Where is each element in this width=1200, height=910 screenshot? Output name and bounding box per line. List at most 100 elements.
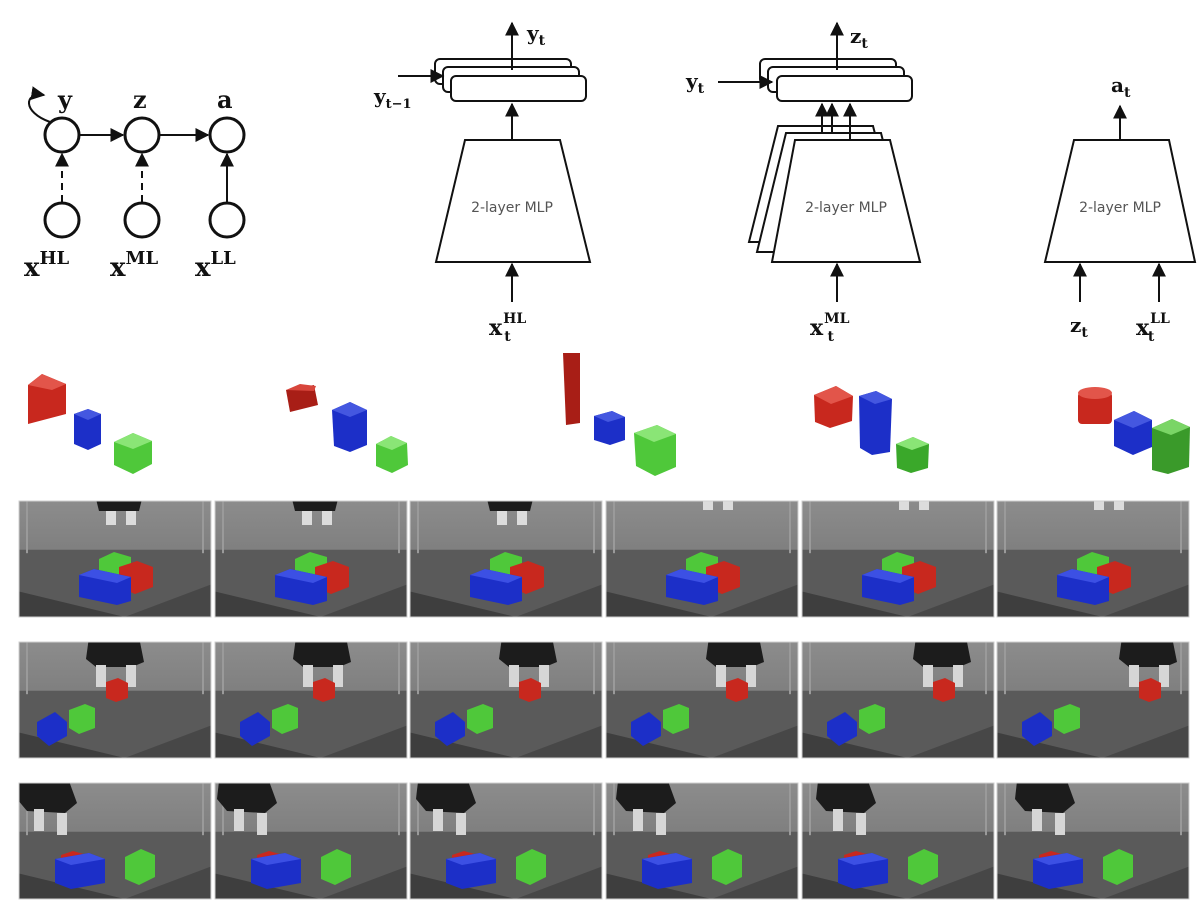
- red-cube-top: [814, 386, 853, 404]
- floor-shadow: [320, 866, 407, 899]
- frame-border: [18, 500, 212, 618]
- node-x-ll: [208, 201, 246, 239]
- gripper-finger: [716, 665, 726, 687]
- blue-block-top: [666, 569, 718, 583]
- gripper: [706, 642, 764, 667]
- green-block: [516, 849, 546, 885]
- blue-block: [435, 712, 465, 746]
- frame-border: [605, 500, 799, 618]
- frame-content: [802, 476, 994, 617]
- object-set-5: [1078, 387, 1190, 474]
- red-block: [933, 678, 955, 702]
- floor: [215, 690, 407, 758]
- green-block: [69, 704, 95, 734]
- row-1-frame-6: [996, 476, 1190, 618]
- blue-tall-box: [859, 391, 892, 455]
- floor: [997, 690, 1189, 758]
- label-a: a: [217, 85, 233, 114]
- gripper-finger: [509, 665, 519, 687]
- floor-shadow: [907, 725, 994, 758]
- floor-shadow: [124, 866, 211, 899]
- green-block: [321, 849, 351, 885]
- red-block: [726, 678, 748, 702]
- floor: [606, 690, 798, 758]
- gripper: [1119, 642, 1177, 667]
- gripper: [1015, 783, 1075, 813]
- frame-content: [606, 783, 798, 899]
- gripper: [1082, 476, 1132, 496]
- gripper: [887, 476, 937, 496]
- red-block: [519, 678, 541, 702]
- gripper-finger: [303, 665, 313, 687]
- green-block: [712, 849, 742, 885]
- row-3-frame-4: [605, 782, 799, 900]
- blue-block: [37, 712, 67, 746]
- row-2-frame-6: [996, 641, 1190, 759]
- floor-shadow: [802, 591, 908, 617]
- row-2-frame-3: [409, 641, 603, 759]
- blue-block-top: [1033, 853, 1083, 865]
- row-1-frame-2: [214, 500, 408, 618]
- green-block: [1054, 704, 1080, 734]
- blue-block-top: [1057, 569, 1109, 583]
- gripper-finger: [456, 813, 466, 835]
- blue-block-top: [446, 853, 496, 865]
- blue-cube-top: [594, 411, 625, 422]
- gripper-finger: [1055, 813, 1065, 835]
- gripper: [96, 501, 142, 511]
- row-3-frame-5: [801, 782, 995, 900]
- object-set-2: [286, 384, 408, 473]
- blue-block: [827, 712, 857, 746]
- output-label: zt: [850, 24, 868, 52]
- frame-border: [801, 782, 995, 900]
- gripper-finger: [497, 511, 507, 525]
- gripper: [217, 783, 277, 813]
- gripper: [913, 642, 971, 667]
- floor-shadow: [711, 866, 798, 899]
- floor-shadow: [907, 584, 994, 617]
- frame-border: [409, 500, 603, 618]
- rnn-cell-front: [776, 75, 913, 102]
- floor-shadow: [1102, 725, 1189, 758]
- row-2-frame-4: [605, 641, 799, 759]
- gripper: [416, 783, 476, 813]
- frame-border: [605, 782, 799, 900]
- floor-shadow: [997, 591, 1103, 617]
- gripper: [616, 783, 676, 813]
- gripper-finger: [517, 511, 527, 525]
- frame-border: [801, 500, 995, 618]
- floor-shadow: [19, 873, 125, 899]
- label-x-ml: xML: [110, 248, 158, 283]
- gripper: [691, 476, 741, 496]
- simulation-frames: [18, 476, 1190, 900]
- gripper-finger: [34, 809, 44, 831]
- gripper: [292, 501, 338, 511]
- blue-cube: [332, 402, 367, 452]
- row-3-frame-2: [214, 782, 408, 900]
- gripper-finger: [899, 501, 909, 510]
- object-set-4: [814, 386, 929, 473]
- green-block: [908, 849, 938, 885]
- blue-block: [631, 712, 661, 746]
- node-z: [123, 116, 161, 154]
- frame-content: [802, 642, 994, 758]
- frame-border: [996, 641, 1190, 759]
- floor-shadow: [215, 732, 321, 758]
- red-box: [286, 385, 318, 412]
- red-block: [1139, 678, 1161, 702]
- input-label-z: zt: [1070, 313, 1088, 341]
- floor-shadow: [124, 584, 211, 617]
- frame-content: [997, 783, 1189, 899]
- floor-shadow: [997, 732, 1103, 758]
- blue-cube: [594, 411, 625, 445]
- red-tall-bar: [563, 353, 580, 425]
- row-2-frame-5: [801, 641, 995, 759]
- floor-shadow: [215, 591, 321, 617]
- floor: [802, 690, 994, 758]
- green-block: [663, 704, 689, 734]
- frame-content: [215, 501, 407, 617]
